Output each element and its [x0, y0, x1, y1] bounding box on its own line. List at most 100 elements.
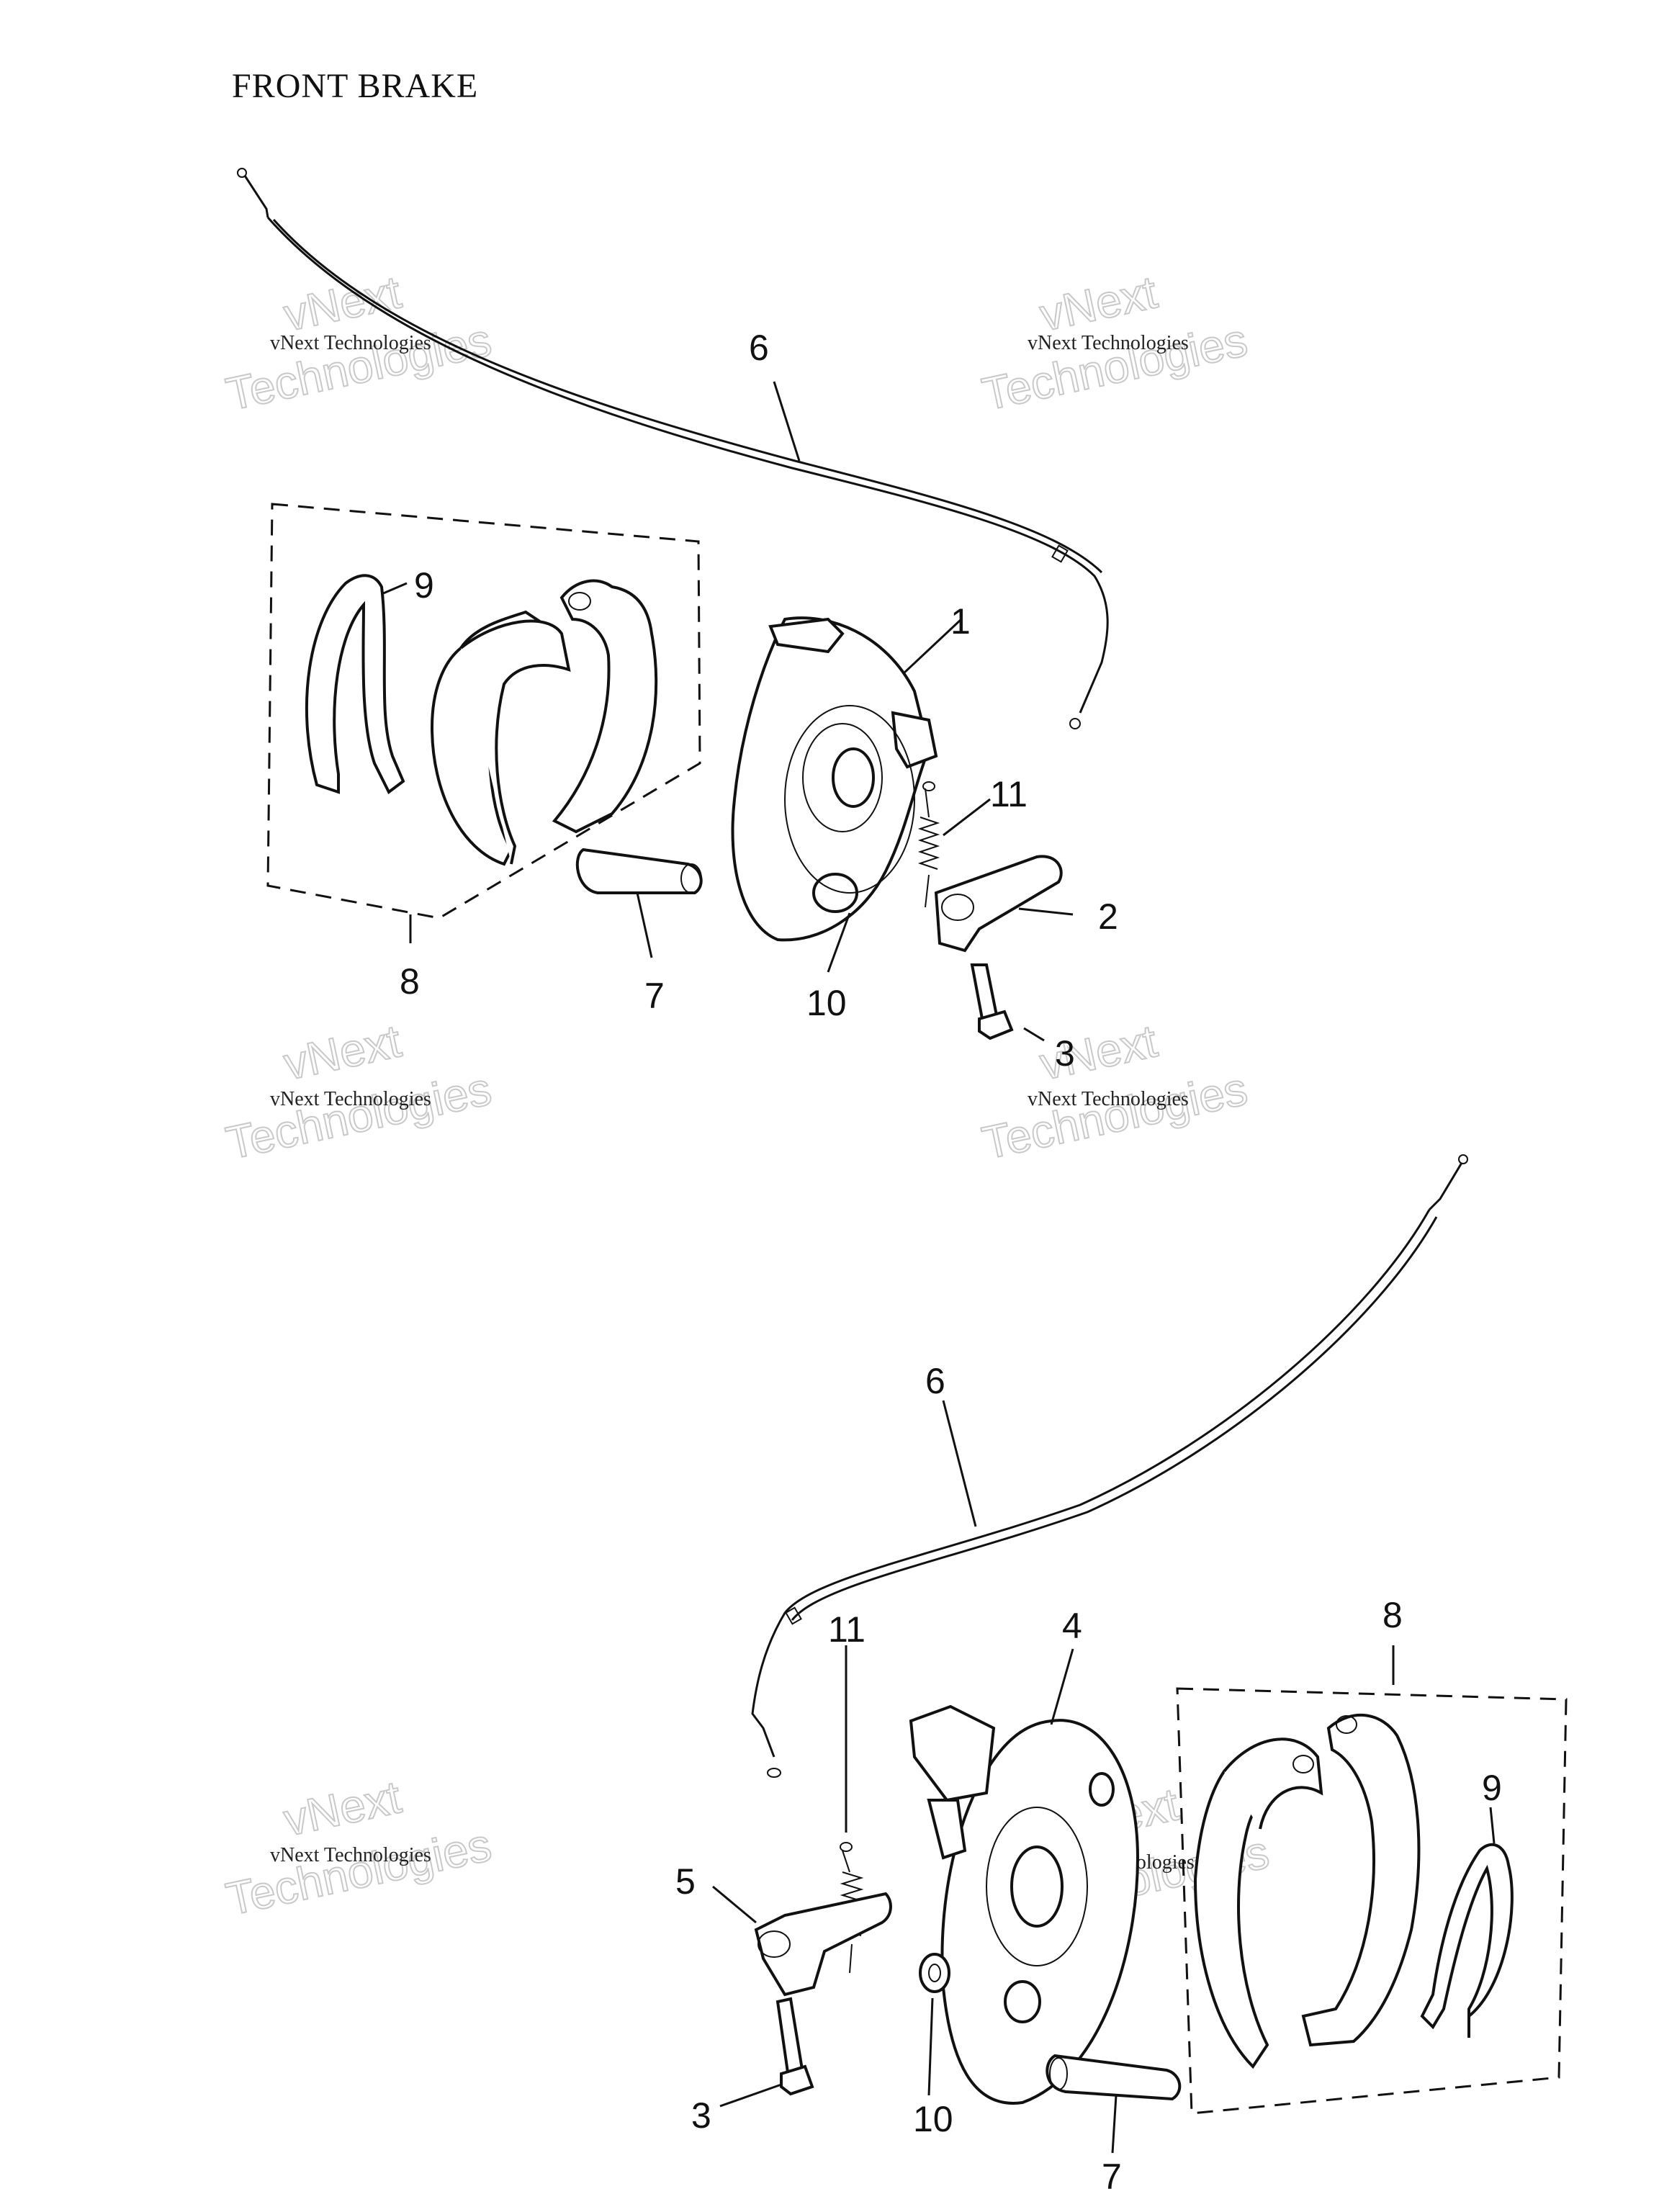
lower-callout-11: 11 [828, 1609, 866, 1650]
watermark-lower-left: vNext Technologies vNext Technologies [221, 1770, 496, 1925]
lower-brake-arm [754, 1892, 892, 1997]
diagram-stroke [943, 798, 991, 837]
upper-callout-8: 8 [400, 961, 420, 1002]
watermark-small-text: vNext Technologies [1028, 332, 1189, 354]
diagram-stroke [719, 2083, 782, 2108]
diagram-stroke [917, 817, 940, 870]
upper-callout-11: 11 [990, 774, 1028, 814]
watermark-big-line1: vNext [279, 1015, 405, 1089]
lower-washer [919, 1953, 950, 1993]
lower-panel-cam-housing [909, 1704, 996, 1802]
diagram-stroke [941, 894, 974, 921]
watermark-big-line2: Technologies [222, 1063, 495, 1169]
watermark-big-line2: Technologies [978, 314, 1251, 421]
diagram-stroke [1336, 1715, 1357, 1734]
watermark-big-line2: Technologies [222, 314, 495, 421]
watermark-big-line2: Technologies [222, 1819, 495, 1925]
upper-brake-arm [934, 855, 1063, 953]
lower-callout-10: 10 [913, 2099, 953, 2139]
upper-panel-stopper [891, 711, 938, 769]
diagram-stroke [986, 1807, 1088, 1966]
diagram-stroke [802, 723, 883, 832]
diagram-stroke [712, 1885, 757, 1924]
lower-callout-8: 8 [1382, 1595, 1403, 1635]
watermark-big-line1: vNext [1035, 266, 1161, 341]
upper-callout-7: 7 [644, 976, 665, 1016]
diagram-stroke [1018, 907, 1074, 916]
lower-callout-7: 7 [1102, 2157, 1122, 2197]
upper-assembly [237, 168, 1109, 1042]
lower-brake-cable [751, 1154, 1468, 1778]
diagram-stroke [827, 912, 851, 973]
diagram-stroke [1069, 718, 1081, 729]
upper-anchor-pin [575, 848, 703, 894]
diagram-stroke [1223, 1737, 1323, 1830]
diagram-stroke [381, 582, 408, 595]
lower-brake-shoe-right [1301, 1713, 1421, 2047]
diagram-stroke [1004, 1980, 1041, 2023]
upper-callout-6: 6 [749, 328, 769, 368]
diagram-stroke [568, 592, 591, 611]
diagram-stroke [1049, 2057, 1068, 2090]
diagram-stroke [243, 175, 269, 218]
upper-brake-panel [731, 616, 931, 942]
diagram-stroke [1089, 1772, 1115, 1807]
diagram-stroke [751, 1209, 1431, 1758]
diagram-stroke [791, 1216, 1438, 1621]
diagram-stroke [1489, 1807, 1496, 1844]
diagram-stroke [832, 747, 875, 808]
diagram-stroke [840, 1842, 853, 1852]
diagram-stroke [1111, 2095, 1118, 2154]
upper-callout-3: 3 [1055, 1033, 1075, 1074]
lower-anchor-pin [1046, 2054, 1182, 2101]
diagram-stroke [902, 618, 963, 675]
upper-brake-shoe-left-face [459, 619, 571, 865]
diagram-stroke [925, 874, 930, 908]
watermark-mid-right: vNext Technologies vNext Technologies [977, 1014, 1252, 1169]
watermark-small-text: vNext Technologies [1028, 1088, 1189, 1110]
upper-shoe-spring [305, 574, 405, 795]
diagram-stroke [680, 863, 702, 894]
diagram-stroke [773, 381, 801, 462]
diagram-stroke [1050, 1648, 1074, 1725]
page-title: FRONT BRAKE [232, 67, 479, 105]
diagram-stroke [927, 1997, 934, 2096]
diagram-stroke [1458, 1154, 1468, 1164]
upper-brake-cable [237, 168, 1109, 729]
diagram-stroke [922, 781, 935, 791]
diagram-stroke [785, 1606, 802, 1625]
lower-assembly [712, 1154, 1568, 2154]
diagram-stroke [928, 1964, 941, 1982]
diagram-stroke [636, 892, 653, 958]
diagram-stroke [1292, 1755, 1314, 1773]
watermark-top-right: vNext Technologies vNext Technologies [977, 265, 1252, 421]
diagram-stroke [1051, 544, 1069, 563]
diagram-stroke [942, 1400, 977, 1527]
upper-brake-shoe-left [430, 610, 550, 866]
watermark-small-text: vNext Technologies [270, 332, 431, 354]
diagram-stroke [780, 2064, 814, 2096]
diagram-stroke [767, 1768, 781, 1778]
diagram-stroke [925, 788, 930, 818]
watermark-small-text: vNext Technologies [270, 1844, 431, 1866]
diagram-stroke [849, 1943, 853, 1974]
diagram-stroke [1010, 1845, 1064, 1928]
diagram-stroke [266, 217, 1109, 714]
watermark-big-line1: vNext [279, 1771, 405, 1845]
lower-callout-3: 3 [691, 2095, 711, 2136]
lower-callout-4: 4 [1062, 1606, 1082, 1646]
lower-bolt [775, 1997, 805, 2080]
diagram-stroke [784, 705, 915, 894]
watermark-mid-left: vNext Technologies vNext Technologies [221, 1014, 496, 1169]
diagram-stroke [757, 1930, 791, 1958]
diagram-stroke [842, 1850, 850, 1873]
upper-callout-2: 2 [1098, 896, 1118, 937]
diagram-stroke [927, 1799, 967, 1860]
diagram-stroke [1023, 1027, 1045, 1042]
upper-callout-9: 9 [414, 565, 434, 606]
diagram-stroke [237, 168, 247, 178]
watermark-small-text: vNext Technologies [270, 1088, 431, 1110]
upper-brake-shoe-right [552, 579, 658, 834]
